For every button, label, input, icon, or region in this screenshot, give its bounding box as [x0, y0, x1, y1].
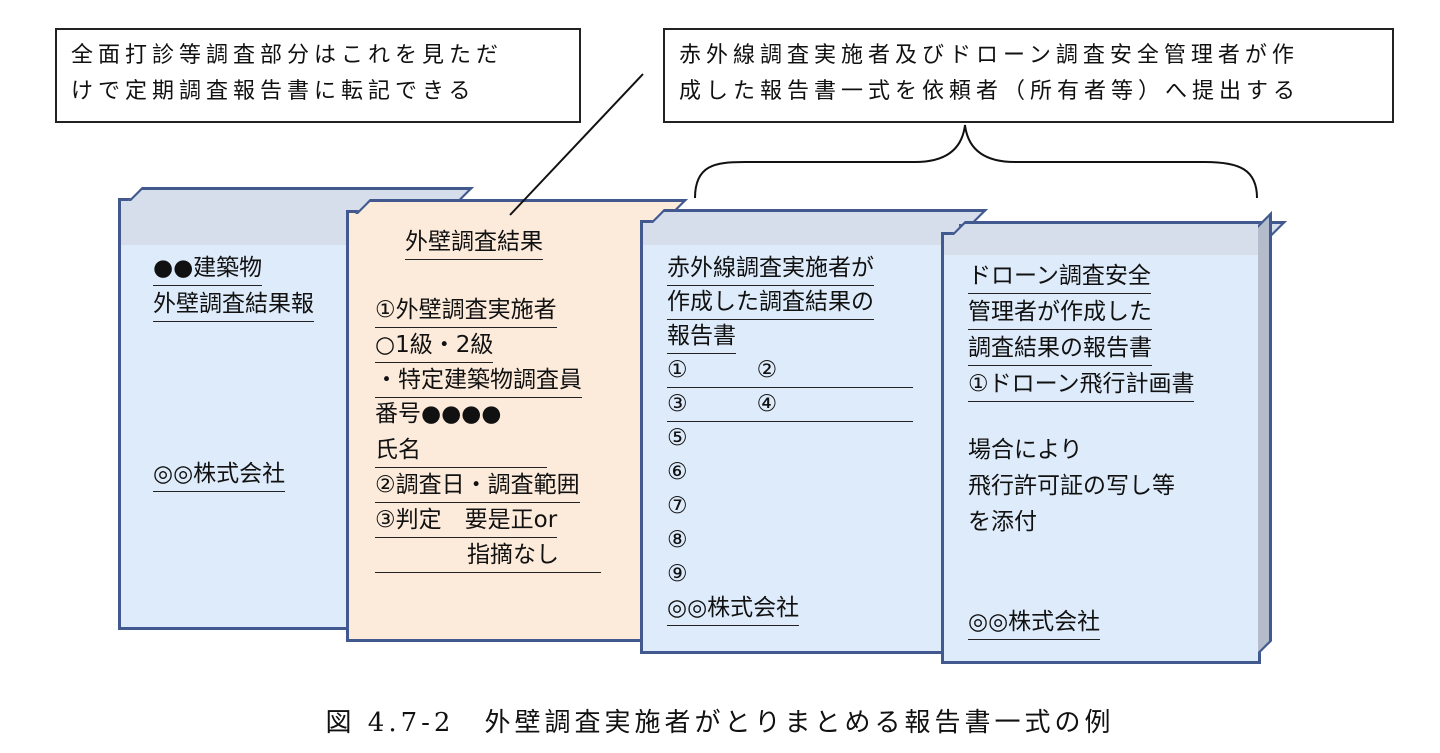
- note-line: を添付: [968, 509, 1037, 535]
- note-line: 飛行許可証の写し等: [968, 473, 1175, 499]
- card-line: ⑥: [667, 459, 688, 485]
- infrared-report-card: 赤外線調査実施者が 作成した調査結果の 報告書 ① ② ③ ④ ⑤ ⑥ ⑦ ⑧ …: [640, 209, 988, 654]
- note-line: 場合により: [968, 437, 1083, 463]
- card-line: 氏名: [375, 435, 547, 468]
- card-line: ②調査日・調査範囲: [375, 470, 580, 503]
- card-line: ドローン調査安全: [968, 261, 1151, 294]
- callout-right: 赤外線調査実施者及びドローン調査安全管理者が作 成した報告書一式を依頼者（所有者…: [663, 28, 1394, 123]
- callout-right-line: 赤外線調査実施者及びドローン調査安全管理者が作: [679, 43, 1299, 68]
- card-line: ① ②: [667, 355, 913, 388]
- company-name: ◎◎株式会社: [968, 607, 1101, 640]
- card-line: ・特定建築物調査員: [375, 365, 582, 398]
- figure-caption: 図 4.7-2 外壁調査実施者がとりまとめる報告書一式の例: [325, 708, 1115, 738]
- card-line: ①ドローン飛行計画書: [968, 369, 1195, 402]
- card-line: ⑨: [667, 561, 688, 587]
- card-title: 外壁調査結果: [405, 227, 543, 260]
- card-line: 報告書: [667, 321, 736, 354]
- card-line: ①外壁調査実施者: [375, 295, 557, 328]
- callout-pointer-line: [509, 73, 644, 216]
- card-line: ●●建築物: [153, 253, 263, 286]
- drone-report-card: ドローン調査安全 管理者が作成した 調査結果の報告書 ①ドローン飛行計画書 場合…: [941, 211, 1287, 664]
- card-line: 赤外線調査実施者が: [667, 253, 874, 286]
- callout-left-line: 全面打診等調査部分はこれを見ただ: [71, 43, 504, 68]
- card-line: ③ ④: [667, 389, 913, 422]
- callout-left: 全面打診等調査部分はこれを見ただ けで定期調査報告書に転記できる: [55, 28, 581, 123]
- exterior-result-card: 外壁調査結果 ①外壁調査実施者 ○1級・2級 ・特定建築物調査員 番号●●●● …: [346, 199, 688, 642]
- card-line: 外壁調査結果報: [153, 289, 314, 322]
- card-line: ⑧: [667, 527, 688, 553]
- card-line: 管理者が作成した: [968, 297, 1152, 330]
- card-line: 作成した調査結果の: [667, 287, 874, 320]
- company-name: ◎◎株式会社: [153, 459, 286, 492]
- card-line: ⑤: [667, 425, 688, 451]
- card-line: 調査結果の報告書: [968, 333, 1152, 366]
- card-line: 番号●●●●: [375, 401, 502, 427]
- card-line: ○1級・2級: [375, 330, 494, 363]
- card-line: ⑦: [667, 493, 688, 519]
- company-name: ◎◎株式会社: [667, 593, 800, 626]
- brace: [694, 124, 1258, 199]
- callout-left-line: けで定期調査報告書に転記できる: [71, 79, 476, 104]
- card-line: 指摘なし: [375, 540, 601, 573]
- card-line: ③判定 要是正or: [375, 505, 558, 538]
- callout-right-line: 成した報告書一式を依頼者（所有者等）へ提出する: [679, 79, 1301, 104]
